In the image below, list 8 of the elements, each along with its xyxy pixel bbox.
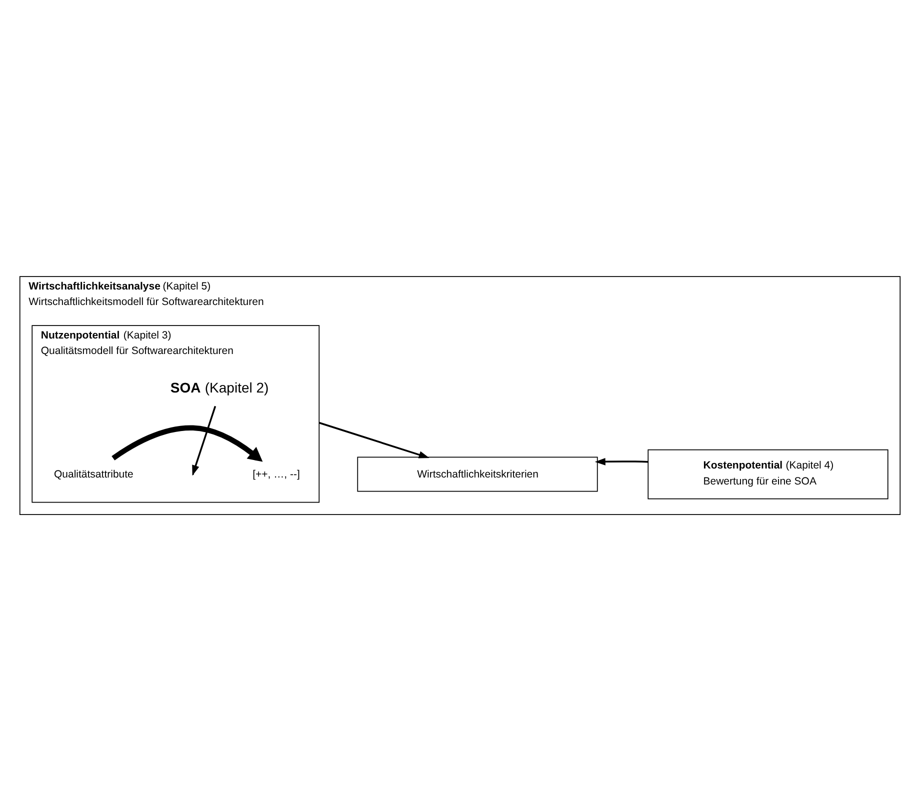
- node-box: Wirtschaftlichkeitskriterien: [357, 456, 598, 492]
- node-text: Qualitätsattribute: [54, 468, 134, 480]
- node-box: Kostenpotential (Kapitel 4) Bewertung für eine SOA: [648, 449, 888, 500]
- arrow: [318, 422, 430, 458]
- arrow: [112, 425, 263, 462]
- node-text: [++, …, --]: [252, 468, 300, 480]
- node-text: SOA (Kapitel 2): [170, 380, 269, 396]
- arrow: [594, 458, 648, 466]
